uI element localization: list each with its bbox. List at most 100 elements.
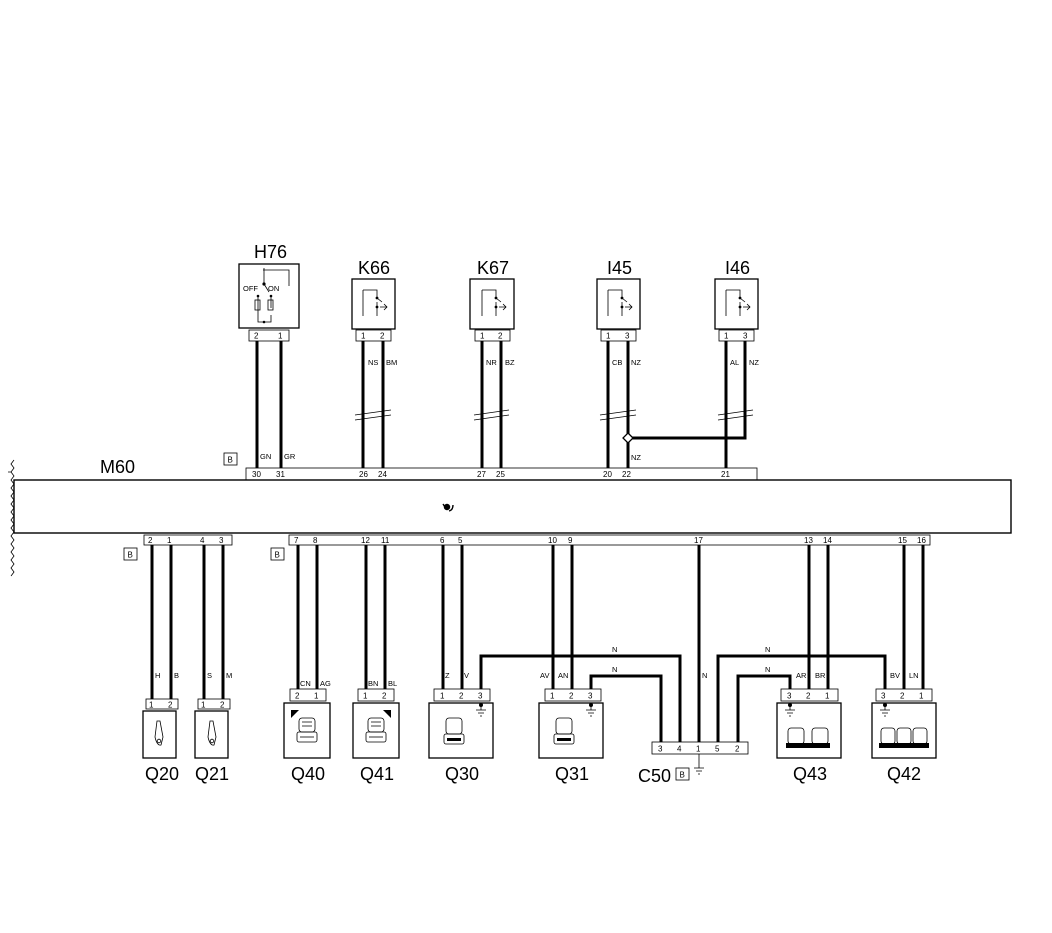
- component-q41: 1 2 Q41: [352, 688, 400, 784]
- pin: 3: [478, 692, 483, 701]
- belt-sensor-icon: [207, 720, 217, 746]
- component-body: [194, 710, 229, 759]
- component-label: Q43: [793, 764, 827, 784]
- top-module-pins: 30 31 26 24 27 25 20 22 21: [252, 470, 730, 479]
- connector: [780, 688, 839, 702]
- component-body: [428, 702, 494, 759]
- wire-label: BL: [388, 679, 397, 688]
- component-q20: 1 2 Q20: [142, 698, 179, 784]
- wire-q30: [441, 545, 464, 689]
- tag-box: [675, 767, 690, 781]
- component-q30: 1 2 3 Q30: [428, 688, 494, 784]
- component-body: [776, 702, 842, 759]
- connector: [474, 329, 511, 342]
- module-pin: 1: [167, 536, 172, 545]
- wire-label: AV: [540, 671, 549, 680]
- component-body: [469, 278, 515, 330]
- module-pin: 24: [378, 470, 387, 479]
- pin: 1: [201, 701, 206, 710]
- wire-label: NZ: [749, 358, 759, 367]
- top-connector-tag-box: [223, 452, 238, 466]
- pin: 3: [881, 692, 886, 701]
- wire-q42: [902, 545, 925, 689]
- connector: [544, 688, 602, 702]
- seat-icon: [443, 717, 465, 745]
- pushbutton-icon: [362, 289, 388, 316]
- splice-node: [622, 432, 634, 444]
- wire-i46-nz: [628, 341, 747, 440]
- wire-label: LN: [909, 671, 919, 680]
- module-pin: 3: [219, 536, 224, 545]
- component-label: Q42: [887, 764, 921, 784]
- module-pin: 10: [548, 536, 557, 545]
- module-pin: 17: [694, 536, 703, 545]
- ground-icon: [785, 703, 795, 717]
- wire-label: B: [174, 671, 179, 680]
- connector: [145, 698, 179, 710]
- component-body: [351, 278, 396, 330]
- wire-label: NR: [486, 358, 497, 367]
- pin: 2: [569, 692, 574, 701]
- pin: 2: [900, 692, 905, 701]
- wire-q41: [364, 545, 387, 689]
- pin: 1: [361, 332, 366, 341]
- component-label: I46: [725, 258, 750, 278]
- wire-label: Z: [445, 671, 450, 680]
- component-body: [538, 702, 604, 759]
- wire-label: NZ: [631, 358, 641, 367]
- component-label: Q21: [195, 764, 229, 784]
- component-q31: 1 2 3 Q31: [538, 688, 604, 784]
- wire-label: N: [612, 645, 617, 654]
- module-pin: 8: [313, 536, 318, 545]
- bottom-connector-strip-2: [288, 534, 931, 546]
- pin: 2: [220, 701, 225, 710]
- wire-q21: [202, 545, 225, 699]
- component-q40: 2 1 Q40: [283, 688, 331, 784]
- wire-label: S: [207, 671, 212, 680]
- wire-label: CB: [612, 358, 622, 367]
- pin: 1: [480, 332, 485, 341]
- component-label: K66: [358, 258, 390, 278]
- module-pin: 13: [804, 536, 813, 545]
- component-label: Q41: [360, 764, 394, 784]
- wire-label: BR: [815, 671, 826, 680]
- pin: 2: [498, 332, 503, 341]
- bottom-wire-labels: H B S M CN AG BN BL Z V N AV AN N N N AR…: [155, 645, 919, 688]
- component-k67: K67 1 2: [469, 258, 515, 342]
- bottom-module-pins: 2 1 4 3 7 8 12 11 6 5 10 9 17 13 14 15 1…: [148, 536, 926, 545]
- module-pin: 12: [361, 536, 370, 545]
- module-pin: 26: [359, 470, 368, 479]
- component-label: H76: [254, 242, 287, 262]
- wire-q42-ground: [716, 654, 887, 742]
- module-pin: 30: [252, 470, 261, 479]
- wire-label: AG: [320, 679, 331, 688]
- wire-label: V: [464, 671, 469, 680]
- connector: [718, 329, 755, 342]
- bottom-tag-1: B: [128, 551, 133, 560]
- wire-label: N: [765, 645, 770, 654]
- wire-q20: [150, 545, 173, 699]
- wire-k66: [361, 341, 385, 468]
- belt-sensor-icon: [154, 720, 164, 746]
- wire-q43: [807, 545, 830, 689]
- module-pin: 27: [477, 470, 486, 479]
- component-label: Q20: [145, 764, 179, 784]
- wire-q31-ground: [589, 674, 663, 742]
- component-q42: 3 2 1 Q42: [871, 688, 937, 784]
- pin: 2: [380, 332, 385, 341]
- top-wire-labels: GN GR NS BM NR BZ CB NZ AL NZ NZ: [260, 358, 759, 462]
- connector: [651, 741, 749, 755]
- wire-label: BV: [890, 671, 900, 680]
- wire-label: GR: [284, 452, 296, 461]
- switch-label-on: ON: [268, 284, 279, 293]
- break-line: [8, 459, 15, 577]
- module-pin: 14: [823, 536, 832, 545]
- module-pin: 21: [721, 470, 730, 479]
- component-i46: I46 1 3: [714, 258, 759, 342]
- module-icon: [442, 503, 454, 512]
- bottom-connector-strip-1: [143, 534, 233, 546]
- module-pin: 7: [294, 536, 299, 545]
- wire-label: AR: [796, 671, 807, 680]
- pin: 3: [787, 692, 792, 701]
- pin: 3: [658, 745, 663, 754]
